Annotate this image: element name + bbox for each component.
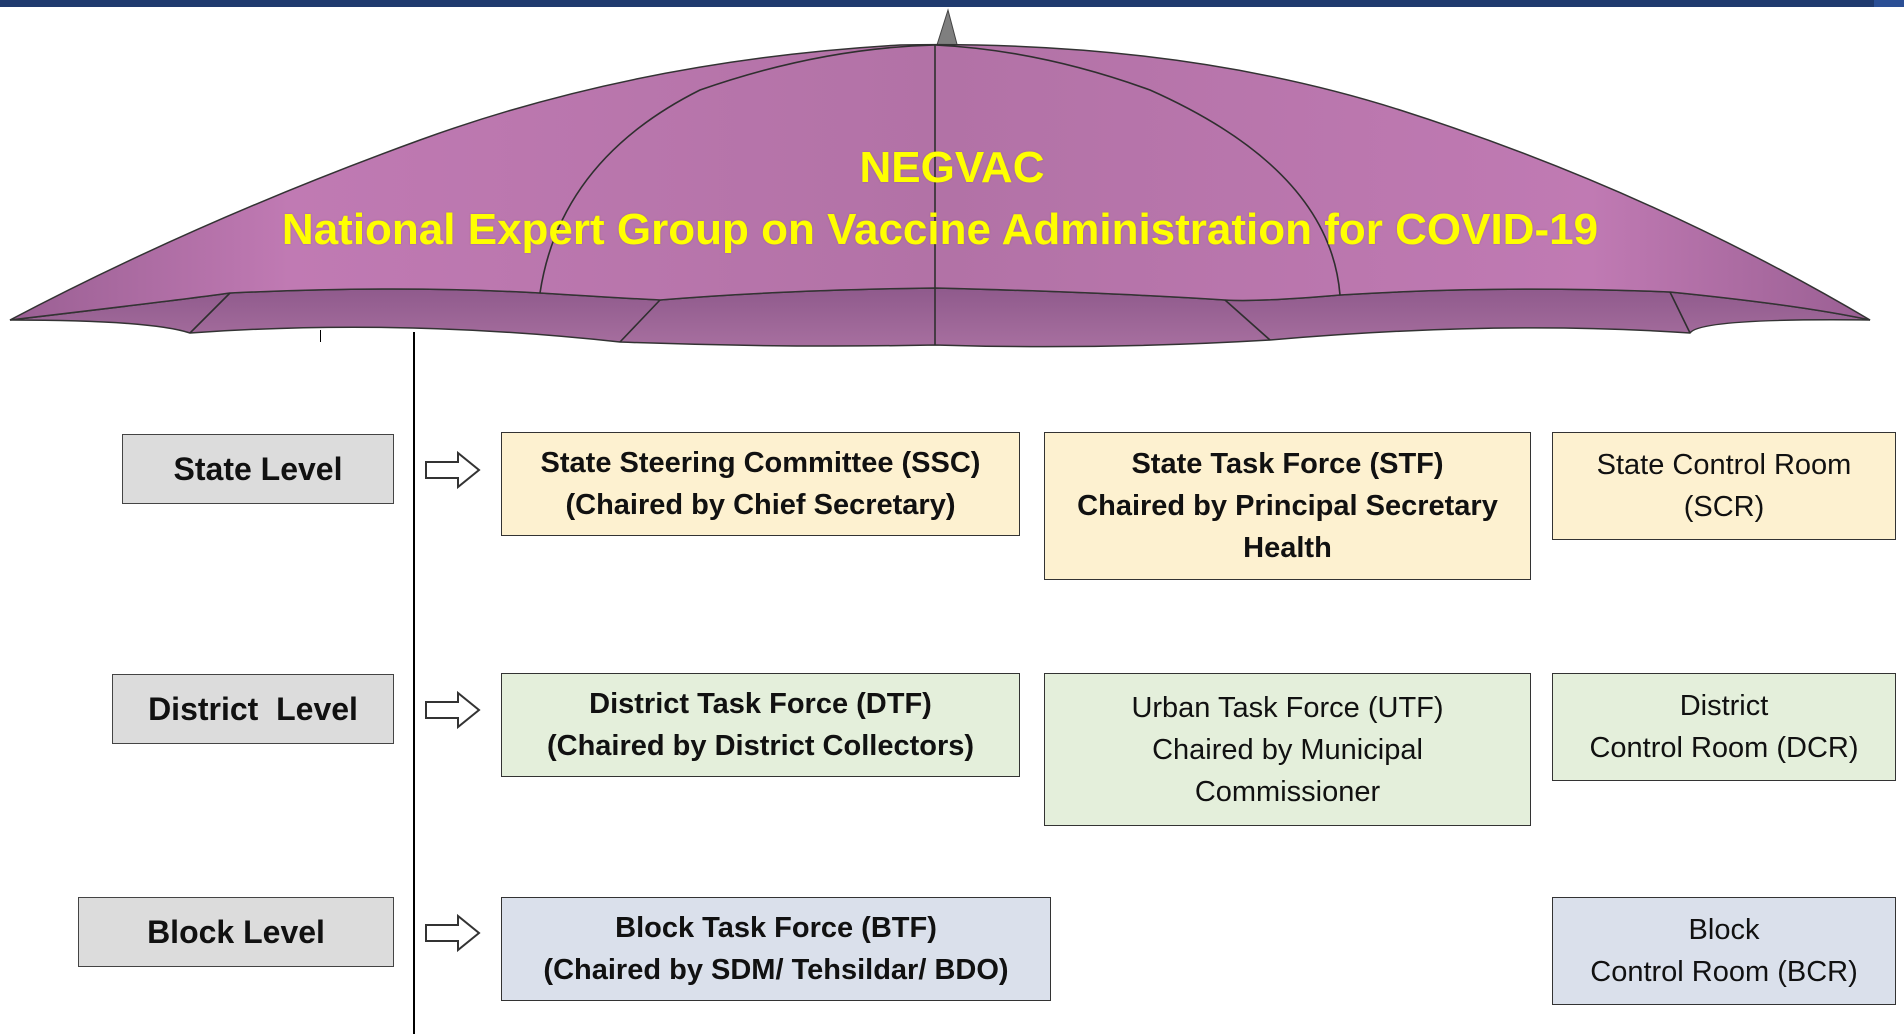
tick-mark <box>320 330 321 342</box>
box-btf-line1: Block Task Force (BTF) <box>615 912 937 944</box>
level-label-block: Block Level <box>78 897 394 967</box>
box-scr: State Control Room (SCR) <box>1552 432 1896 540</box>
box-bcr: Block Control Room (BCR) <box>1552 897 1896 1005</box>
box-bcr-line1: Block <box>1688 914 1760 946</box>
box-ssc: State Steering Committee (SSC) (Chaired … <box>501 432 1020 536</box>
box-scr-line1: State Control Room <box>1596 449 1852 481</box>
box-btf: Block Task Force (BTF) (Chaired by SDM/ … <box>501 897 1051 1001</box>
box-ssc-line1: State Steering Committee (SSC) <box>540 447 981 479</box>
box-dcr-line2: Control Room (DCR) <box>1589 732 1859 764</box>
vertical-divider <box>413 332 415 1034</box>
umbrella-title: NEGVAC <box>859 143 1045 192</box>
right-arrow-icon <box>425 690 481 730</box>
right-arrow-icon <box>425 913 481 953</box>
box-utf-line2: Chaired by Municipal <box>1152 733 1423 766</box>
top-bar <box>0 0 1904 7</box>
box-stf-line2: Chaired by Principal Secretary <box>1077 490 1498 522</box>
umbrella-subtitle: National Expert Group on Vaccine Adminis… <box>281 205 1599 254</box>
top-bar-accent <box>1874 0 1904 7</box>
box-dtf-line1: District Task Force (DTF) <box>589 688 932 720</box>
right-arrow-icon <box>425 450 481 490</box>
umbrella-graphic <box>9 8 1871 348</box>
box-utf-line1: Urban Task Force (UTF) <box>1131 691 1444 724</box>
box-stf: State Task Force (STF) Chaired by Princi… <box>1044 432 1531 580</box>
box-dtf: District Task Force (DTF) (Chaired by Di… <box>501 673 1020 777</box>
level-label-state: State Level <box>122 434 394 504</box>
box-dcr: District Control Room (DCR) <box>1552 673 1896 781</box>
box-stf-line3: Health <box>1243 532 1332 564</box>
box-ssc-line2: (Chaired by Chief Secretary) <box>565 489 956 521</box>
box-dcr-line1: District <box>1679 690 1769 722</box>
box-dtf-line2: (Chaired by District Collectors) <box>546 730 975 762</box>
box-btf-line2: (Chaired by SDM/ Tehsildar/ BDO) <box>543 954 1009 986</box>
box-utf: Urban Task Force (UTF) Chaired by Munici… <box>1044 673 1531 826</box>
level-label-district: District Level <box>112 674 394 744</box>
box-bcr-line2: Control Room (BCR) <box>1590 956 1858 988</box>
box-scr-line2: (SCR) <box>1683 491 1765 523</box>
box-stf-line1: State Task Force (STF) <box>1131 448 1444 480</box>
box-utf-line3: Commissioner <box>1194 775 1381 808</box>
